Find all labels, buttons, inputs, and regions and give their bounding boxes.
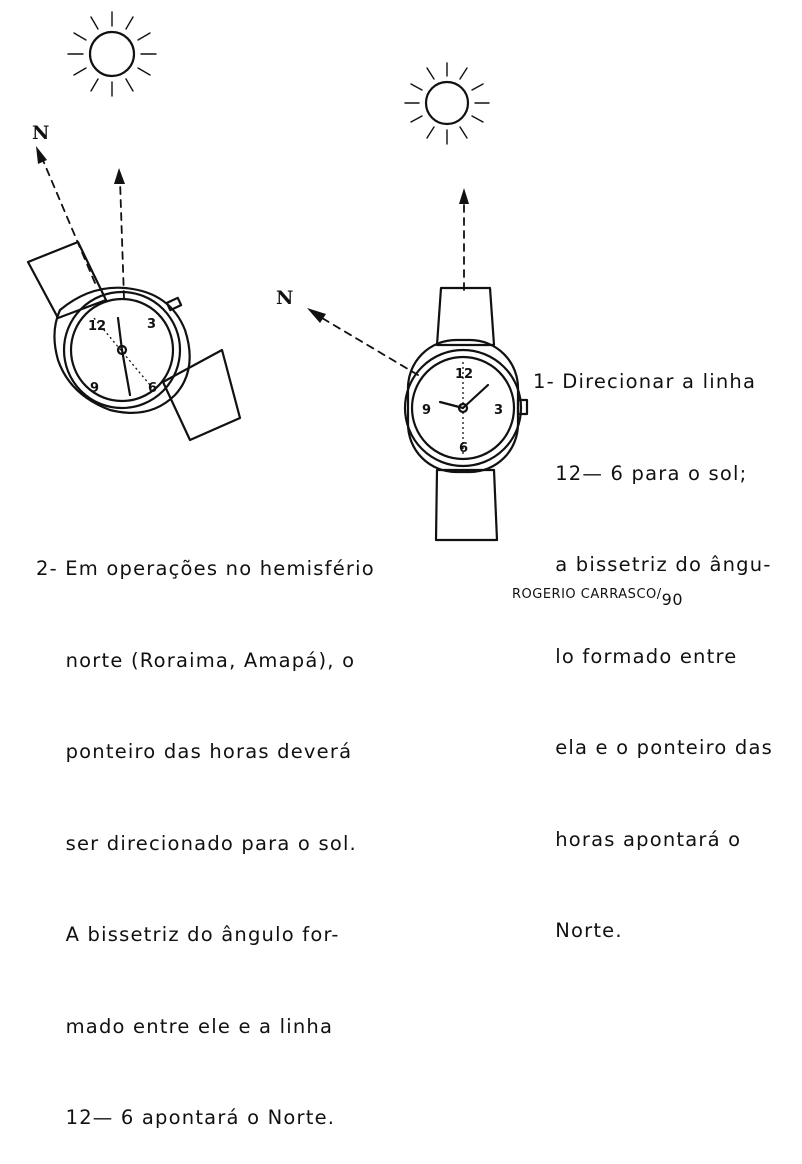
caption-2-line: ponteiro das horas deverá — [36, 740, 353, 763]
caption-2-line: 2- Em operações no hemisfério — [36, 557, 375, 580]
caption-1-line: horas apontará o — [533, 827, 742, 851]
caption-1-line: lo formado entre — [533, 644, 738, 668]
caption-2-line: 12— 6 apontará o Norte. — [36, 1106, 336, 1129]
signature-name: ROGERIO CARRASCO/ — [512, 587, 662, 602]
caption-2-line: A bissetriz do ângulo for- — [36, 923, 340, 946]
caption-1-line: Norte. — [533, 919, 623, 942]
numeral-6: 6 — [148, 381, 157, 396]
caption-2-line: ser direcionado para o sol. — [36, 831, 357, 855]
north-label-right: N — [276, 287, 293, 309]
caption-1-line: 12— 6 para o sol; — [533, 461, 748, 485]
numeral-3: 3 — [147, 317, 156, 332]
caption-1-line: 1- Direcionar a linha — [533, 370, 757, 393]
sun-arrow-right — [459, 188, 469, 291]
caption-1-line: ela e o ponteiro das — [533, 736, 774, 759]
sun-arrow-left — [114, 168, 125, 299]
caption-northern-hemisphere: 2- Em operações no hemisfério norte (Ror… — [36, 493, 375, 1164]
numeral-12-right: 12 — [455, 367, 473, 382]
caption-2-line: mado entre ele e a linha — [36, 1014, 334, 1038]
numeral-12: 12 — [88, 319, 106, 334]
sun-icon-left — [67, 11, 157, 97]
numeral-3-right: 3 — [494, 403, 503, 418]
north-arrow-left — [36, 146, 96, 284]
artist-signature: ROGERIO CARRASCO/90 — [512, 583, 683, 609]
north-arrow-right — [307, 308, 419, 376]
numeral-9: 9 — [90, 381, 99, 396]
caption-2-line: norte (Roraima, Amapá), o — [36, 648, 356, 672]
sun-icon-right — [404, 62, 490, 145]
signature-year: 90 — [661, 590, 683, 609]
compass-watch-illustration: 12 3 6 9 N 12 3 6 9 — [26, 11, 529, 542]
wristwatch-icon-right: 12 3 6 9 — [403, 286, 529, 542]
caption-1-line: a bissetriz do ângu- — [533, 553, 772, 576]
caption-southern-hemisphere: 1- Direcionar a linha 12— 6 para o sol; … — [533, 306, 773, 977]
numeral-9-right: 9 — [422, 403, 431, 418]
north-label-left: N — [32, 122, 49, 144]
wristwatch-icon-left: 12 3 6 9 — [26, 240, 242, 442]
